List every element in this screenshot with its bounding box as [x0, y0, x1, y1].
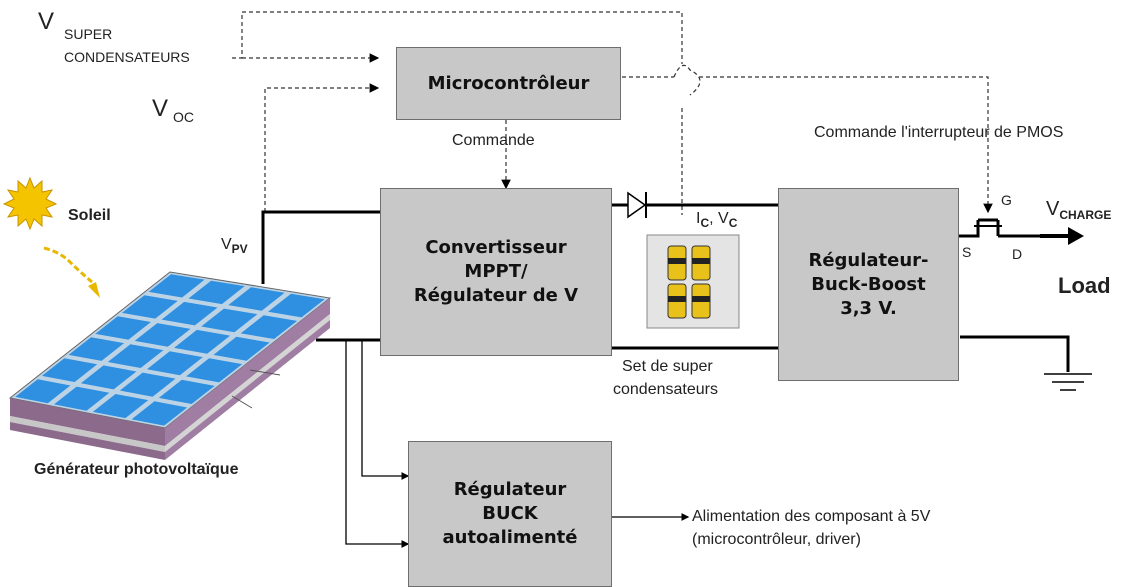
solar-cell [268, 293, 325, 318]
pmos-transistor-icon [974, 218, 1084, 245]
solar-cell [174, 329, 231, 354]
gate-label: G [1001, 192, 1012, 208]
alimentation-label-1: Alimentation des composant à 5V [692, 508, 931, 525]
solar-cell [41, 358, 98, 383]
alimentation-label-2: (microcontrôleur, driver) [692, 531, 861, 548]
thin-wires [345, 340, 690, 548]
v-super-sub1: SUPER [64, 26, 113, 42]
solar-panel-icon [8, 271, 332, 460]
solar-cell [131, 401, 188, 426]
sun-icon [2, 176, 100, 298]
set-super-label-1: Set de super [622, 358, 713, 375]
solar-cell [186, 358, 243, 383]
commande-pmos-label: Commande l'interrupteur de PMOS [814, 124, 1064, 141]
solar-cell [119, 372, 176, 397]
buck-boost-label: Régulateur- Buck-Boost 3,3 V. [808, 249, 929, 319]
solar-cell [148, 274, 205, 298]
ground-icon [1044, 373, 1092, 391]
convertisseur-mppt-block: Convertisseur MPPT/ Régulateur de V [380, 188, 612, 356]
solar-cell [121, 295, 178, 319]
solar-cell [158, 379, 215, 405]
microcontroleur-block: Microcontrôleur [396, 47, 621, 120]
solar-cell [68, 337, 125, 361]
diode-icon [627, 191, 647, 219]
solar-cell [15, 379, 71, 404]
solar-cell [54, 386, 110, 411]
buck-block: Régulateur BUCK autoalimenté [408, 441, 612, 587]
buck-label: Régulateur BUCK autoalimenté [442, 479, 578, 548]
commande-label: Commande [452, 132, 535, 149]
power-wires [261, 203, 1070, 372]
v-charge-label: VCHARGE [1046, 198, 1112, 222]
solar-cell [95, 316, 151, 340]
drain-label: D [1012, 246, 1023, 262]
solar-cell [92, 393, 149, 419]
set-super-label-2: condensateurs [613, 381, 718, 398]
solar-cell [161, 301, 218, 326]
source-label: S [962, 244, 972, 260]
solar-cell [240, 315, 298, 340]
v-super-label: V [38, 8, 55, 35]
ic-vc-label: IC, VC [696, 210, 738, 230]
solar-cell [107, 344, 164, 369]
solar-cell [228, 287, 285, 311]
generateur-label: Générateur photovoltaïque [34, 461, 239, 478]
dashed-control-lines [232, 11, 993, 215]
solar-cell [80, 365, 137, 390]
microcontroleur-label: Microcontrôleur [427, 72, 590, 94]
load-label: Load [1058, 273, 1111, 298]
solar-cell [201, 308, 258, 333]
buck-boost-block: Régulateur- Buck-Boost 3,3 V. [778, 188, 959, 381]
solar-cell [134, 323, 191, 347]
convertisseur-label: Convertisseur MPPT/ Régulateur de V [413, 237, 579, 306]
solar-cell [146, 351, 203, 376]
v-pv-label: VPV [221, 236, 248, 256]
solar-cell [213, 336, 270, 361]
solar-cell [188, 280, 245, 305]
soleil-label: Soleil [68, 207, 111, 224]
supercapacitor-set-icon [646, 234, 740, 329]
v-super-sub2: CONDENSATEURS [64, 49, 190, 65]
